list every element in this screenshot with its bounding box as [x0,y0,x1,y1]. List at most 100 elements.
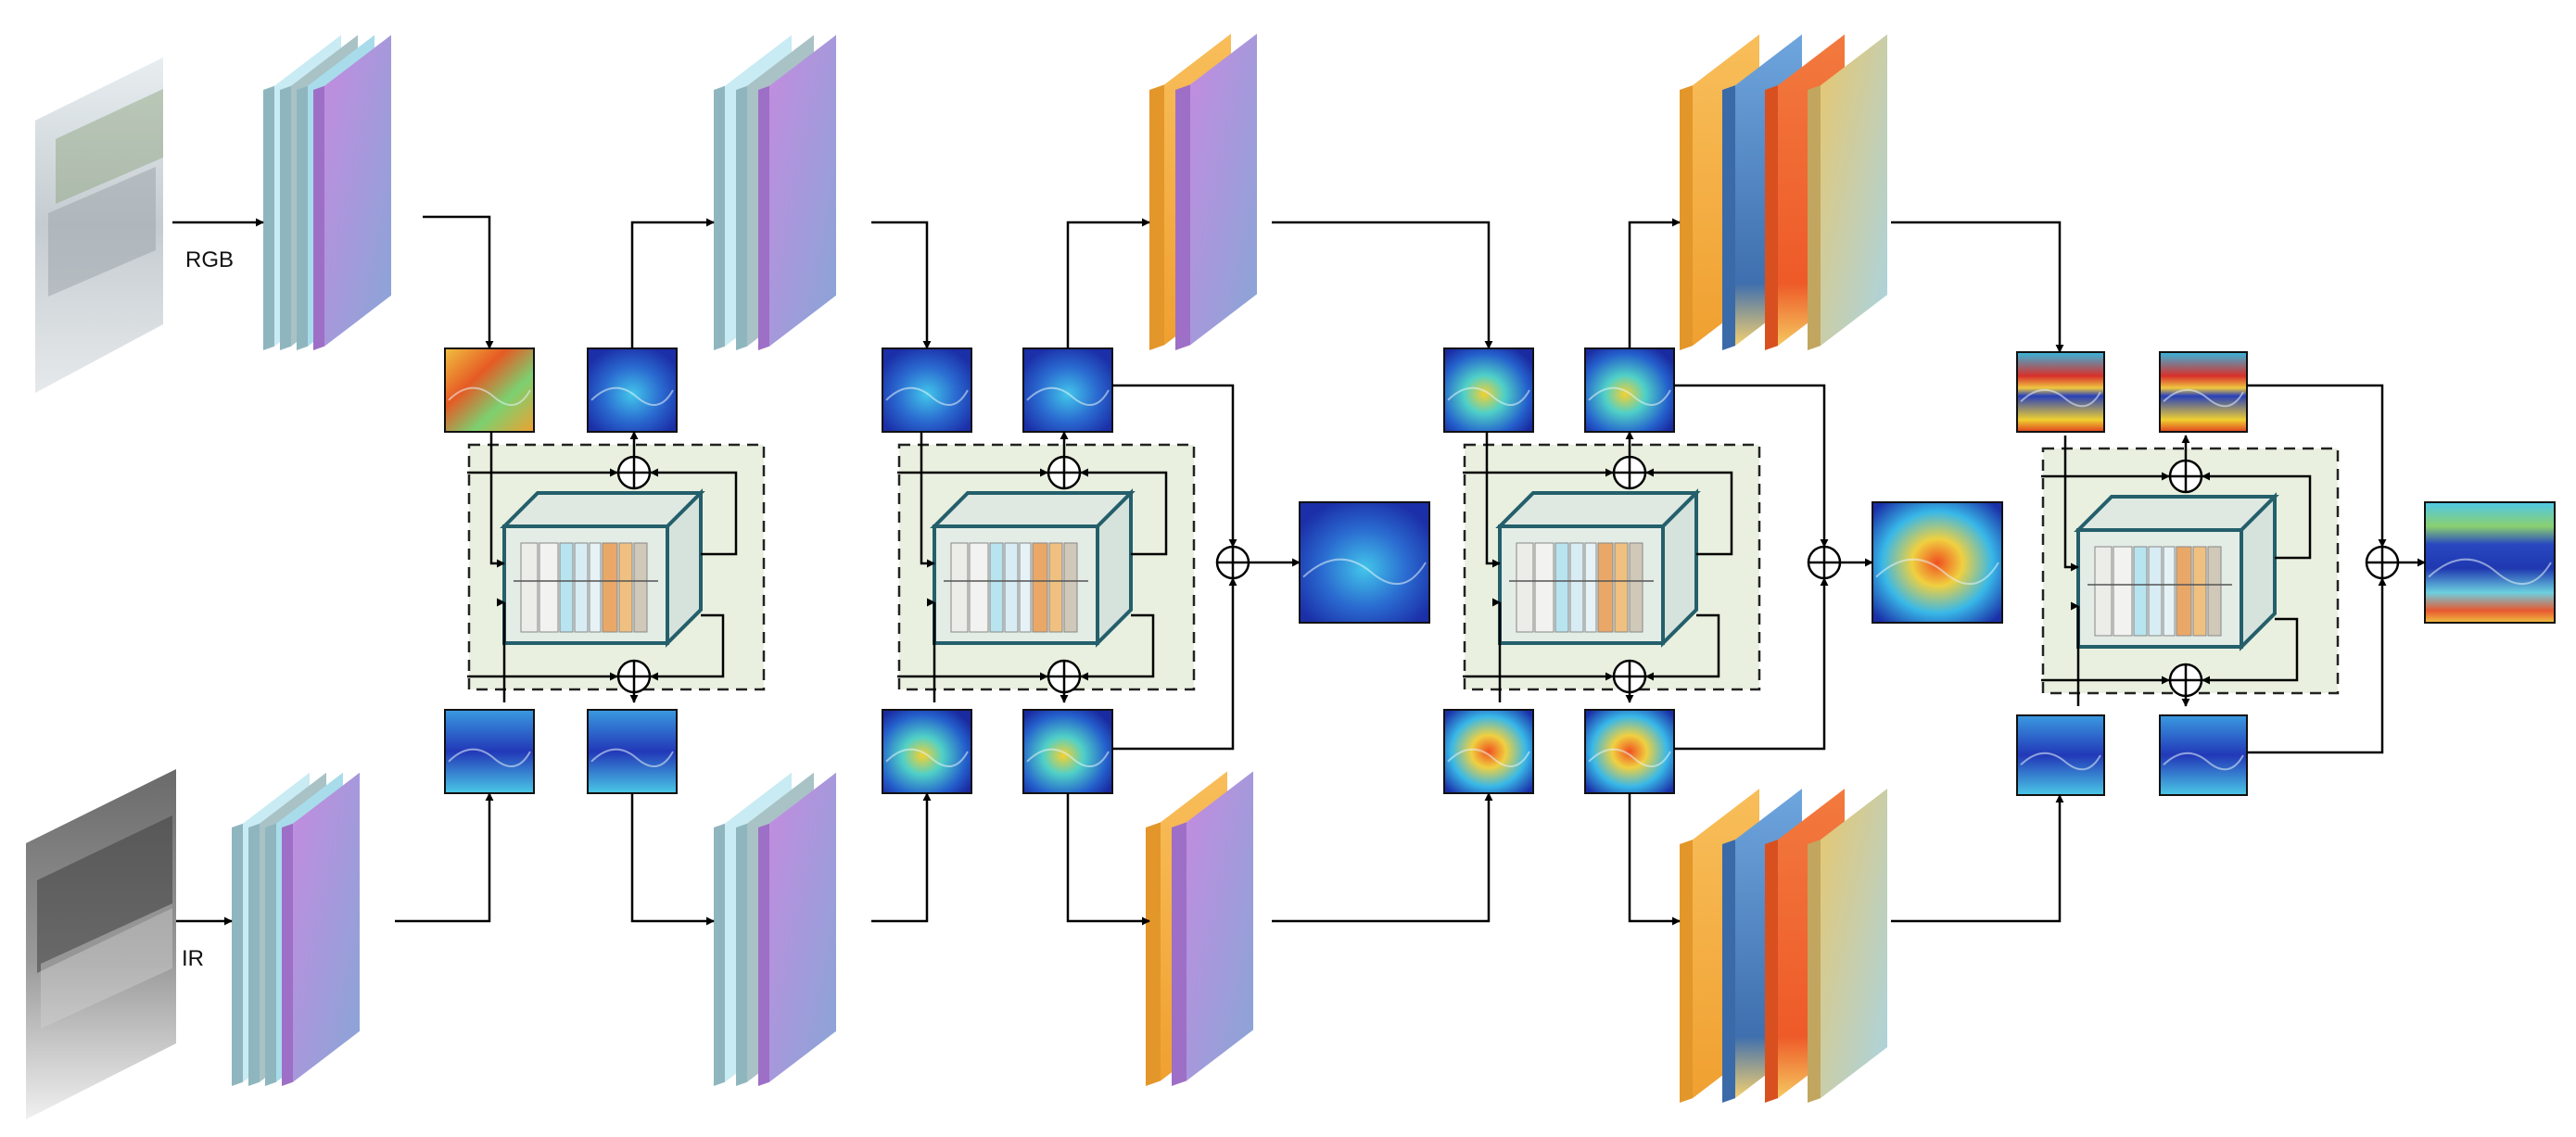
heatmap-texture [1875,558,1999,586]
stack-layer-side [736,823,747,1086]
stack-layer-side [758,823,769,1086]
stack-layer-purple [769,772,836,1082]
module-1-ir-add [616,659,652,694]
heatmap-s2-ir-in [882,709,972,794]
arrow-s3-rgb-out [1628,218,1681,348]
fusion-module-1 [467,443,766,691]
stack-stage3-ir [1146,771,1253,1086]
stack-layer-side [758,85,769,351]
heatmap-fill [1022,709,1113,794]
module-block [1554,542,1569,633]
rgb-image-trees [56,89,163,204]
module-4-rgb-loop [2202,472,2312,560]
module-block [520,542,539,633]
arrow-s4-rgb-fuse [2247,384,2387,548]
module-block [2113,546,2133,637]
module-block [950,542,969,633]
stack-layer-purple [1190,33,1257,346]
heatmap-fill [444,709,535,794]
module-3-rgb-add [1612,455,1647,490]
stack-layer-side [714,823,725,1086]
fusion-modules [467,443,2340,695]
module-4-ir-loop [2202,617,2299,685]
heatmap-fill [1443,347,1534,433]
feature-heatmaps [444,347,2556,796]
stack-layer-side [1765,840,1778,1103]
stack-layer-side [1722,85,1735,350]
stack-layer-purple [293,772,360,1082]
module-block [989,542,1004,633]
module-4-rgb-entry [2063,436,2079,572]
arrow-s3-ir-fuse [1674,577,1829,751]
heatmap-texture [1026,386,1110,406]
arrow-s4-rgb-to-module [1891,221,2064,353]
module-block [1019,542,1032,633]
module-block [2163,546,2176,637]
heatmap-fill [2016,351,2105,433]
fusion-add-stage2 [1215,545,1250,580]
heatmap-fill [1584,709,1675,794]
module-3-ir-add [1612,659,1647,694]
fusion-add-stage4 [2365,545,2400,580]
heatmap-s3-ir-in [1443,709,1534,794]
heatmap-s1-ir-in [444,709,535,794]
module-block [2176,546,2192,637]
ir-input-image [26,769,176,1119]
heatmap-s4-ir-in [2016,714,2105,796]
stack-layer-side [1808,840,1821,1103]
heatmap-s3-ir-out [1584,709,1675,794]
stack-layer-side [1149,84,1164,351]
module-block [2207,546,2222,637]
stack-layer-side [1765,85,1778,350]
stack-stage4-ir [1680,789,1887,1103]
heatmap-texture [448,386,531,406]
heatmap-fill [1299,501,1430,624]
arrow-s1-ir-to-module [395,792,494,923]
arrow-s2-ir-fuse [1112,577,1237,751]
heatmap-s4-ir-out [2159,714,2248,796]
ir-image-trees [37,815,172,973]
module-1-rgb-entry [489,432,505,568]
heatmap-s2-fused [1299,501,1430,624]
heatmap-s2-rgb-out [1022,347,1113,433]
heatmap-texture [885,386,969,406]
module-block [1569,542,1584,633]
fusion-module-3 [1463,443,1761,691]
module-4-ir-add [2168,663,2203,698]
heatmap-texture [590,748,674,767]
arrow-s3-rgb-to-module [1272,221,1493,349]
heatmap-texture [2020,752,2101,771]
heatmap-texture [2020,388,2101,408]
heatmap-s3-rgb-in [1443,347,1534,433]
module-block [1032,542,1048,633]
heatmap-fill [2424,501,2556,624]
stack-layer-side [1680,840,1693,1103]
module-block [1534,542,1554,633]
rgb-input-image [35,57,163,393]
arrow-s3-ir-to-module [1272,792,1493,923]
stack-layer-side [1808,85,1821,350]
heatmap-s1-rgb-in [444,347,535,433]
heatmap-fill [2159,351,2248,433]
module-block [1597,542,1614,633]
module-block [1614,542,1629,633]
stack-layer-side [248,823,260,1086]
module-2-ir-loop [1080,613,1155,681]
module-block [969,542,989,633]
heatmap-fill [587,347,678,433]
heatmap-fill [1584,347,1675,433]
arrow-s1-rgb-out [630,218,715,348]
stack-stage3-rgb [1149,33,1257,351]
heatmap-s4-rgb-out [2159,351,2248,433]
stack-layer-purple [324,34,391,347]
arrow-s1-ir-out [630,793,715,926]
fusion-nodes [616,455,2400,698]
stack-layer-side [1172,822,1186,1086]
heatmap-texture [590,386,674,406]
heatmap-fill [587,709,678,794]
heatmap-fill [882,709,972,794]
arrow-s2-rgb-out [1066,218,1150,348]
module-block [574,542,589,633]
rgb-label: RGB [185,247,234,272]
